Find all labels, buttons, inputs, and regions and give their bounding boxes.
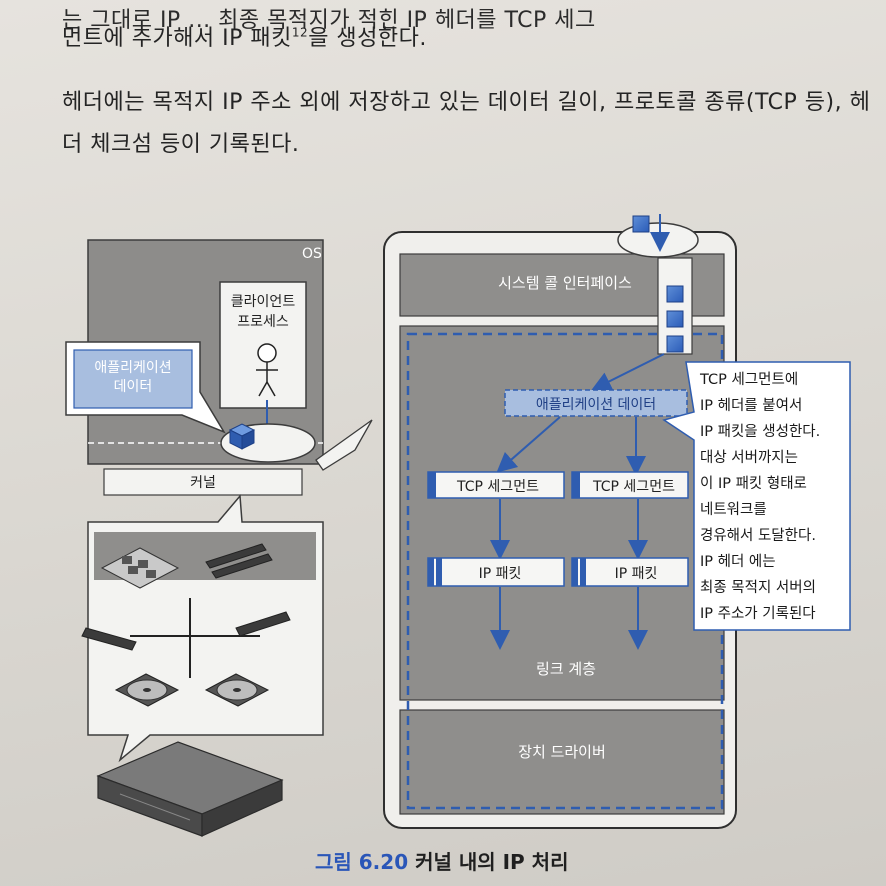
- cpu-chip-icon: [100, 547, 180, 589]
- data-cube-3: [666, 335, 684, 353]
- disk-drive-icon-2: [204, 673, 270, 707]
- app-data-callout: 애플리케이션 데이터: [65, 341, 226, 434]
- body-text-line-3: 헤더에는 목적지 IP 주소 외에 저장하고 있는 데이터 길이, 프로토콜 종…: [62, 90, 871, 115]
- person-icon: [256, 343, 278, 397]
- os-label: OS: [302, 246, 322, 262]
- app-data-box-label: 애플리케이션 데이터: [536, 397, 656, 413]
- client-process-label-2: 프로세스: [237, 314, 289, 330]
- tcp-segment-2: TCP 세그먼트: [571, 471, 689, 499]
- ip-note-line-5: 네트워크를: [700, 501, 767, 518]
- footnote-marker: 12: [291, 25, 309, 40]
- tcp-segment-1-label: TCP 세그먼트: [456, 479, 539, 495]
- figure-number: 그림 6.20: [315, 850, 409, 874]
- kernel-bar: 커널: [103, 468, 303, 496]
- device-driver-label: 장치 드라이버: [518, 743, 606, 761]
- data-cube-top: [632, 215, 650, 233]
- memory-module-icon: [205, 543, 273, 579]
- kernel-detail-panel: 시스템 콜 인터페이스 장치 드라이버: [383, 231, 737, 829]
- data-cube-1: [666, 285, 684, 303]
- app-data-callout-label-1: 애플리케이션: [94, 360, 171, 376]
- figure-caption: 그림 6.20 커널 내의 IP 처리: [315, 846, 568, 875]
- body-text-line-2: 먼트에 추가해서 IP 패킷12을 생성한다.: [62, 20, 427, 52]
- ip-note-line-6: 경유해서 도달한다.: [700, 527, 816, 544]
- body-text-line-4: 더 체크섬 등이 기록된다.: [62, 132, 300, 157]
- ip-packet-1: IP 패킷: [427, 557, 565, 587]
- client-process-label-1: 클라이언트: [231, 294, 296, 310]
- client-process-box: 클라이언트 프로세스: [219, 281, 307, 409]
- data-cube-icon: [228, 423, 256, 450]
- ip-packet-2-label: IP 패킷: [615, 566, 658, 582]
- ip-note-line-9: IP 주소가 기록된다: [700, 605, 816, 622]
- ip-note-box: TCP 세그먼트에 IP 헤더를 붙여서 IP 패킷을 생성한다. 대상 서버까…: [662, 361, 851, 631]
- ip-packet-1-label: IP 패킷: [479, 566, 522, 582]
- socket-oval-right: [617, 222, 699, 258]
- server-icon: [96, 741, 284, 837]
- kernel-label: 커널: [190, 475, 216, 491]
- ip-note-line-7: IP 헤더 에는: [700, 553, 776, 570]
- ip-note-text: TCP 세그먼트에 IP 헤더를 붙여서 IP 패킷을 생성한다. 대상 서버까…: [699, 371, 825, 622]
- disk-drive-icon: [114, 673, 180, 707]
- body-text-line-1: 는 그대로 IP ... 최종 목적지가 적힌 IP 헤더를 TCP 세그: [62, 8, 596, 33]
- data-cube-2: [666, 310, 684, 328]
- ip-packet-2: IP 패킷: [571, 557, 689, 587]
- ip-note-line-2: IP 패킷을 생성한다.: [700, 423, 820, 440]
- link-layer-label: 링크 계층: [536, 660, 596, 678]
- body-text-line-2-b: 을 생성한다.: [308, 26, 427, 51]
- ip-note-line-4: 이 IP 패킷 형태로: [700, 475, 807, 492]
- hardware-callout: [81, 494, 324, 763]
- app-data-callout-label-2: 데이터: [114, 379, 153, 395]
- syscall-interface-label: 시스템 콜 인터페이스: [498, 274, 632, 292]
- body-text-line-2-a: 먼트에 추가해서 IP 패킷: [62, 26, 292, 51]
- figure-title: 커널 내의 IP 처리: [415, 850, 569, 874]
- tcp-segment-2-label: TCP 세그먼트: [592, 479, 675, 495]
- ip-note-line-1: IP 헤더를 붙여서: [700, 397, 802, 414]
- app-data-box: 애플리케이션 데이터: [504, 389, 688, 417]
- ip-note-line-3: 대상 서버까지는: [700, 449, 798, 466]
- ip-note-line-8: 최종 목적지 서버의: [700, 579, 816, 596]
- ip-note-line-0: TCP 세그먼트에: [699, 371, 798, 388]
- tcp-segment-1: TCP 세그먼트: [427, 471, 565, 499]
- memory-module-icon-2: [81, 611, 291, 651]
